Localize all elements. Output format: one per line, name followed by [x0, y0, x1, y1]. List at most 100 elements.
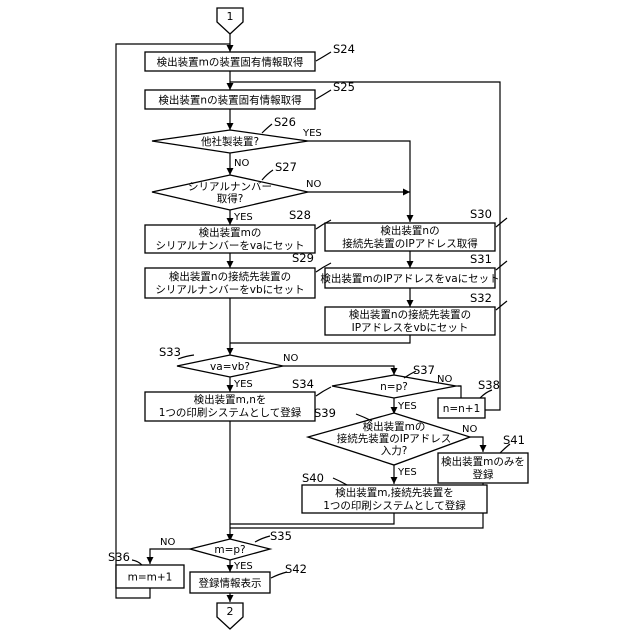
s35-no-label: NO [160, 537, 175, 548]
step-s30-text-line2: 接続先装置のIPアドレス取得 [342, 237, 477, 250]
s39-id: S39 [314, 406, 336, 420]
step-s34-text-line1: 検出装置m,nを [194, 393, 267, 406]
start-connector-label: 1 [227, 10, 234, 23]
decision-s27: シリアルナンバー 取得? [152, 175, 308, 210]
step-s34-text-line2: 1つの印刷システムとして登録 [159, 406, 302, 419]
step-s40-text-line2: 1つの印刷システムとして登録 [323, 499, 466, 512]
step-s28: 検出装置mの シリアルナンバーをvaにセット [145, 225, 315, 253]
s34-id: S34 [292, 377, 314, 391]
s39-yes-label: YES [397, 467, 417, 478]
flow-m-loop-return [116, 44, 230, 598]
step-s32-text-line1: 検出装置nの接続先装置の [349, 308, 471, 321]
step-s34: 検出装置m,nを 1つの印刷システムとして登録 [145, 392, 315, 421]
step-s24: 検出装置mの装置固有情報取得 [145, 52, 315, 71]
s38-id: S38 [478, 378, 500, 392]
step-s41: 検出装置mのみを 登録 [438, 453, 528, 483]
s40-leader [333, 478, 347, 485]
s37-id: S37 [413, 363, 435, 377]
flow-s37-no-a [458, 386, 461, 398]
flow-s39-no [470, 437, 483, 452]
s27-yes-label: YES [233, 212, 253, 223]
flow-s40-merge [230, 513, 394, 524]
s31-id: S31 [470, 252, 492, 266]
decision-s35: m=p? [190, 539, 270, 560]
s32-leader [496, 301, 507, 310]
decision-s33-text: va=vb? [210, 361, 250, 373]
s27-id: S27 [275, 160, 297, 174]
step-s30: 検出装置nの 接続先装置のIPアドレス取得 [325, 223, 495, 251]
end-connector: 2 [217, 603, 243, 629]
s24-id: S24 [333, 42, 355, 56]
flow-s35-no [150, 549, 190, 564]
decision-s26: 他社製装置? [152, 130, 308, 153]
step-s24-text: 検出装置mの装置固有情報取得 [157, 56, 304, 69]
s30-leader [496, 218, 507, 227]
step-s38-text: n=n+1 [443, 403, 481, 415]
decision-s26-text: 他社製装置? [201, 135, 259, 148]
s27-no-label: NO [306, 179, 321, 190]
s26-yes-label: YES [302, 128, 322, 139]
step-s30-text-line1: 検出装置nの [380, 224, 439, 237]
s33-id: S33 [159, 345, 181, 359]
s32-id: S32 [470, 291, 492, 305]
decision-s33: va=vb? [177, 355, 283, 377]
s39-no-label: NO [462, 424, 477, 435]
step-s29-text-line1: 検出装置nの接続先装置の [169, 270, 291, 283]
step-s40: 検出装置m,接続先装置を 1つの印刷システムとして登録 [302, 485, 487, 513]
s28-id: S28 [289, 208, 311, 222]
decision-s39-text-line1: 検出装置mの [363, 420, 426, 433]
end-connector-label: 2 [227, 605, 234, 618]
s35-leader [255, 536, 270, 542]
s33-yes-label: YES [233, 379, 253, 390]
start-connector: 1 [217, 8, 243, 34]
s36-id: S36 [108, 550, 130, 564]
s40-id: S40 [302, 471, 324, 485]
s42-id: S42 [285, 562, 307, 576]
decision-s39-text-line2: 接続先装置のIPアドレス [337, 432, 451, 445]
s34-leader [316, 387, 331, 396]
step-s31: 検出装置mのIPアドレスをvaにセット [320, 268, 499, 288]
step-s42: 登録情報表示 [190, 572, 270, 593]
step-s31-text: 検出装置mのIPアドレスをvaにセット [320, 272, 499, 285]
step-s36: m=m+1 [116, 565, 184, 588]
s39-leader [356, 414, 372, 421]
step-s40-text-line1: 検出装置m,接続先装置を [335, 486, 454, 499]
s37-yes-label: YES [397, 401, 417, 412]
step-s32-text-line2: IPアドレスをvbにセット [352, 322, 469, 334]
s30-id: S30 [470, 207, 492, 221]
flow-s32-merge [230, 335, 410, 343]
s26-no-label: NO [234, 158, 249, 169]
s37-no-label: NO [437, 374, 452, 385]
step-s38: n=n+1 [438, 398, 485, 418]
decision-s35-text: m=p? [214, 544, 245, 556]
step-s36-text: m=m+1 [128, 572, 173, 584]
s29-id: S29 [292, 251, 314, 265]
s33-no-label: NO [283, 353, 298, 364]
step-s41-text-line2: 登録 [473, 468, 494, 481]
decision-s27-text-line2: 取得? [217, 193, 244, 205]
s26-id: S26 [274, 115, 296, 129]
s25-leader [316, 90, 331, 99]
decision-s39-text-line3: 入力? [381, 444, 408, 457]
s27-leader [262, 170, 273, 180]
s31-leader [496, 261, 507, 270]
s35-id: S35 [270, 529, 292, 543]
s35-yes-label: YES [233, 561, 253, 572]
step-s28-text-line1: 検出装置mの [199, 226, 262, 239]
s24-leader [316, 52, 331, 61]
s36-leader [132, 560, 142, 565]
step-s25: 検出装置nの装置固有情報取得 [145, 90, 315, 109]
step-s25-text: 検出装置nの装置固有情報取得 [158, 94, 301, 107]
decision-s37-text: n=p? [380, 381, 408, 393]
step-s29-text-line2: シリアルナンバーをvbにセット [155, 284, 304, 296]
step-s29: 検出装置nの接続先装置の シリアルナンバーをvbにセット [145, 268, 315, 298]
flow-s26-yes [308, 141, 410, 222]
step-s42-text: 登録情報表示 [199, 577, 262, 590]
s25-id: S25 [333, 80, 355, 94]
s26-leader [262, 124, 272, 133]
decision-s27-text-line1: シリアルナンバー [188, 181, 272, 193]
step-s32: 検出装置nの接続先装置の IPアドレスをvbにセット [325, 307, 495, 335]
flow-s33-no [283, 366, 394, 375]
step-s28-text-line2: シリアルナンバーをvaにセット [155, 240, 304, 252]
